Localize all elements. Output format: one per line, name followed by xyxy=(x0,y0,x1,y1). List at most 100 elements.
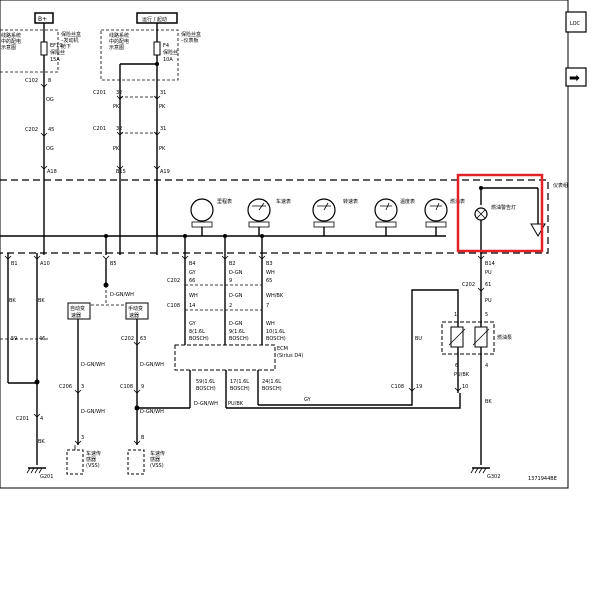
svg-text:BOSCH): BOSCH) xyxy=(262,386,282,392)
fuse-left-desc3: 示意图 xyxy=(1,44,16,51)
wire-whbk: WH/BK xyxy=(266,293,284,299)
wire-og-2: OG xyxy=(46,146,54,152)
run-start-label: 运行 / 起动 xyxy=(142,16,167,23)
wire-dgnwh-ecm: D-GN/WH xyxy=(194,401,218,407)
wire-dgn-1: D-GN xyxy=(229,270,243,276)
fuse-right-label: 保险丝 xyxy=(163,49,178,56)
svg-text:17(1.6L: 17(1.6L xyxy=(230,379,249,385)
gauge-temperature: 温度表 xyxy=(374,198,415,236)
pin-b14: B14 xyxy=(485,261,495,267)
fuel-pump-label: 燃油泵 xyxy=(497,334,512,341)
svg-text:感器: 感器 xyxy=(86,456,96,463)
svg-text:温度表: 温度表 xyxy=(400,198,415,205)
conn-c202-trans: C202 xyxy=(121,336,134,342)
pin-a19: A19 xyxy=(160,169,170,175)
bplus-label: B+ xyxy=(38,16,47,23)
fuse-left-desc2: 中的配电 xyxy=(1,38,21,45)
vss-sensor-a xyxy=(66,449,84,475)
fuse-right-desc3: 示意图 xyxy=(109,44,124,51)
svg-text:车速表: 车速表 xyxy=(276,198,291,205)
pin-10: 10 xyxy=(462,384,468,390)
wire-bk-pump: BK xyxy=(485,399,492,405)
svg-text:车速传: 车速传 xyxy=(86,450,101,457)
pin-1: 1 xyxy=(454,312,457,318)
conn-c102: C102 xyxy=(25,78,38,84)
svg-text:(VSS): (VSS) xyxy=(86,463,100,469)
pin-9b: 9 xyxy=(141,384,144,390)
pin-66: 66 xyxy=(189,278,195,284)
fuse-left-label: 保险丝 xyxy=(50,49,65,56)
instrument-cluster-box xyxy=(0,179,549,254)
pin-4-pump: 4 xyxy=(485,363,488,369)
wire-pubk-pump: PU/BK xyxy=(454,372,470,378)
wire-pu-2: PU xyxy=(485,298,492,304)
manual-trans-2: 速器 xyxy=(129,313,139,319)
pin-14: 14 xyxy=(189,303,195,309)
pin-a10: A10 xyxy=(40,261,50,267)
svg-text:感器: 感器 xyxy=(150,456,160,463)
diagram-border xyxy=(0,0,569,489)
pin-7: 7 xyxy=(266,303,269,309)
ecm-sub: (Sirius D4) xyxy=(277,353,303,359)
loc-button-label: LOC xyxy=(570,21,581,27)
pin-59: 59 xyxy=(11,336,17,342)
conn-c202-top: C202 xyxy=(25,127,38,133)
svg-text:转速表: 转速表 xyxy=(343,198,358,205)
fuse-right-box2: –仪表板 xyxy=(181,37,199,44)
svg-text:9(1.6L: 9(1.6L xyxy=(229,329,245,335)
wire-gy-3: GY xyxy=(304,397,312,403)
pin-46: 46 xyxy=(39,336,45,342)
cluster-label: 仪表组 xyxy=(553,182,568,189)
wire-dgn-2: D-GN xyxy=(229,293,243,299)
gauge-fuel: 燃油表 xyxy=(424,198,465,236)
pin-6: 6 xyxy=(455,363,458,369)
wire-dgnwh-b: D-GN/WH xyxy=(140,362,164,368)
pin-5: 5 xyxy=(485,312,488,318)
conn-c108-ecm: C108 xyxy=(167,303,180,309)
fuse-box-right xyxy=(100,29,179,81)
pin-31a: 31 xyxy=(160,90,166,96)
wire-wh-1: WH xyxy=(266,270,275,276)
wire-dgnwh-c: D-GN/WH xyxy=(81,409,105,415)
wire-pk-2: PK xyxy=(159,104,166,110)
wire-dgnwh: D-GN/WH xyxy=(110,292,134,298)
svg-text:里程表: 里程表 xyxy=(217,198,232,205)
wire-pk-4: PK xyxy=(159,146,166,152)
wire-dgnwh-d: D-GN/WH xyxy=(140,409,164,415)
conn-c201-ground: C201 xyxy=(16,416,29,422)
gauge-odometer: 里程表 xyxy=(190,198,232,236)
svg-text:59(1.6L: 59(1.6L xyxy=(196,379,215,385)
svg-text:(VSS): (VSS) xyxy=(150,463,164,469)
conn-c102-pin: 8 xyxy=(48,78,51,84)
pin-b2: B2 xyxy=(229,261,236,267)
fuse-icon-ef19 xyxy=(40,41,48,56)
pin-b3: B3 xyxy=(266,261,273,267)
wire-gy-1: GY xyxy=(189,270,197,276)
svg-text:车速传: 车速传 xyxy=(150,450,165,457)
svg-text:10(1.6L: 10(1.6L xyxy=(266,329,285,335)
pin-31b: 31 xyxy=(160,126,166,132)
svg-text:24(1.6L: 24(1.6L xyxy=(262,379,281,385)
next-page-button[interactable] xyxy=(565,67,587,87)
pin-3b: 3 xyxy=(81,435,84,441)
wire-pk-1: PK xyxy=(113,104,120,110)
wire-dgnwh-a: D-GN/WH xyxy=(81,362,105,368)
svg-text:BOSCH): BOSCH) xyxy=(266,336,286,342)
loc-button[interactable] xyxy=(565,11,587,33)
conn-c201-b: C201 xyxy=(93,126,106,132)
manual-trans-1: 手动变 xyxy=(128,305,143,312)
fuse-right-desc1: 线路系统 xyxy=(109,32,129,39)
wire-og-1: OG xyxy=(46,97,54,103)
ecm-label: ECM xyxy=(277,346,288,352)
svg-text:燃油警告灯: 燃油警告灯 xyxy=(491,204,516,211)
wire-bu: BU xyxy=(415,336,422,342)
wire-wh-3: WH xyxy=(266,321,275,327)
fuse-left-desc1: 线路系统 xyxy=(1,32,21,39)
pin-65: 65 xyxy=(266,278,272,284)
pin-2: 2 xyxy=(229,303,232,309)
svg-text:BOSCH): BOSCH) xyxy=(196,386,216,392)
figure-id: 1371944BE xyxy=(528,476,557,482)
pin-a18: A18 xyxy=(47,169,57,175)
conn-c202-pump: C202 xyxy=(462,282,475,288)
conn-c108-trans: C108 xyxy=(120,384,133,390)
